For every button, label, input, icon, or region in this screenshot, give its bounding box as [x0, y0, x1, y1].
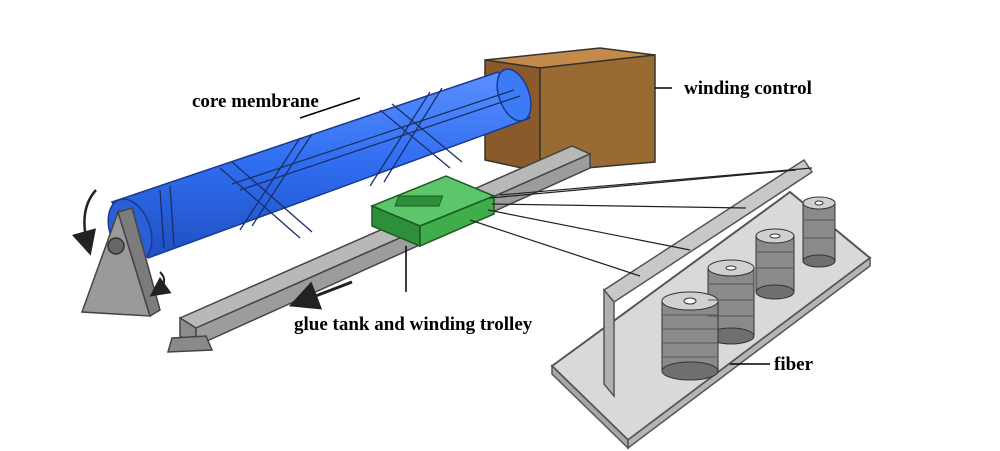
rotation-arrow-icon: [149, 271, 172, 297]
rotation-arrow-icon: [71, 189, 97, 256]
direction-arrow-icon: [288, 280, 353, 310]
core-membrane-leader: [299, 97, 361, 119]
fiber-spools: [661, 196, 836, 381]
core-membrane-cylinder: [107, 68, 532, 262]
mandrel-support: [71, 189, 172, 318]
fiber-strands: [469, 167, 813, 277]
fiber-spool: [755, 228, 795, 300]
fiber-spool: [802, 196, 836, 268]
winding-control-label: winding control: [684, 78, 812, 99]
glue-tank-trolley: [288, 175, 496, 310]
trolley-label: glue tank and winding trolley: [294, 314, 533, 335]
spool-winding-lines: [662, 219, 835, 358]
core-membrane-label: core membrane: [192, 91, 319, 112]
fiber-label: fiber: [774, 354, 814, 375]
fiber-wraps: [159, 87, 521, 249]
fiber-spool: [661, 291, 719, 381]
